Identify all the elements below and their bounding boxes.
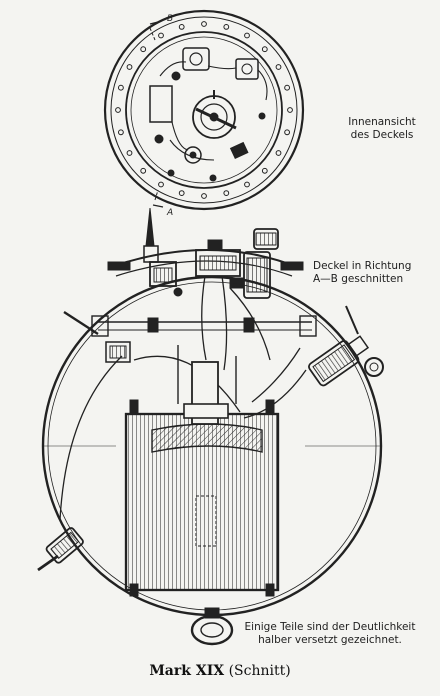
flange-bolt-hole bbox=[201, 21, 207, 27]
inner-view-label-line1: Innenansicht bbox=[348, 116, 416, 128]
figure-caption: Mark XIX (Schnitt) bbox=[0, 663, 440, 679]
flange-bolt-hole bbox=[201, 193, 207, 199]
flange-bolt-hole bbox=[158, 32, 164, 39]
flange-bolt-hole bbox=[115, 107, 121, 113]
flange-bolt-hole bbox=[244, 32, 250, 39]
flange-bolt-hole bbox=[223, 190, 230, 197]
section-a-letter: A bbox=[166, 208, 173, 218]
flange-bolt-hole bbox=[126, 64, 133, 70]
flange-bolt-hole bbox=[178, 190, 185, 197]
flange-bolt-hole bbox=[158, 181, 164, 188]
flange-bolt-hole bbox=[118, 129, 124, 136]
flange-bolt-hole bbox=[287, 107, 293, 113]
flange-bolt-hole bbox=[126, 150, 133, 156]
flange-bolt-hole bbox=[261, 167, 268, 174]
flange-bolt-hole bbox=[223, 24, 230, 30]
flange-bolt-hole bbox=[284, 84, 291, 91]
clarity-note-line2: halber versetzt gezeichnet. bbox=[258, 634, 402, 646]
caption-subtitle: (Schnitt) bbox=[228, 663, 291, 679]
flange-bolt-hole bbox=[284, 129, 291, 136]
mine-body bbox=[37, 275, 384, 646]
cut-label-line1: Deckel in Richtung bbox=[313, 260, 412, 272]
flange-bolt-hole bbox=[261, 46, 268, 53]
clarity-note-line1: Einige Teile sind der Deutlichkeit bbox=[244, 621, 416, 633]
flange-bolts bbox=[115, 21, 293, 199]
flange-bolt-hole bbox=[178, 24, 185, 30]
cut-label: Deckel in Richtung A—B geschnitten bbox=[313, 260, 433, 286]
flange-bolt-hole bbox=[140, 167, 147, 174]
flange-bolt-hole bbox=[275, 64, 282, 70]
lid-section bbox=[107, 207, 304, 371]
flange-bolt-hole bbox=[118, 84, 124, 91]
charge-container bbox=[124, 345, 280, 597]
clarity-note: Einige Teile sind der Deutlichkeit halbe… bbox=[230, 621, 430, 647]
flange-bolt-hole bbox=[275, 150, 282, 156]
flange-bolt-hole bbox=[244, 181, 250, 188]
caption-title: Mark XIX bbox=[149, 663, 225, 679]
lid-inner-view bbox=[103, 9, 305, 211]
section-b-letter: B bbox=[167, 14, 173, 24]
inner-view-label: Innenansicht des Deckels bbox=[339, 116, 425, 142]
inner-view-label-line2: des Deckels bbox=[350, 129, 414, 141]
flange-bolt-hole bbox=[140, 46, 147, 53]
cut-label-line2: A—B geschnitten bbox=[313, 273, 404, 285]
